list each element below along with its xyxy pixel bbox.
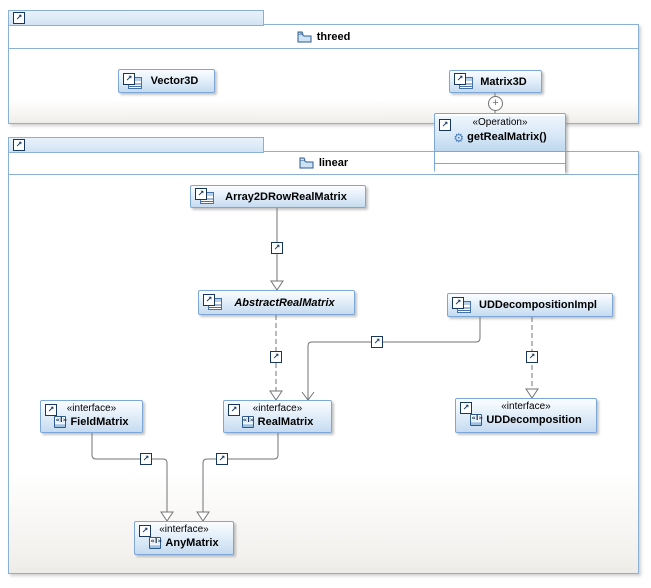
- class-matrix3d[interactable]: ↗ Matrix3D: [449, 70, 542, 93]
- class-name: AbstractRealMatrix: [234, 296, 335, 309]
- link-icon[interactable]: ↗: [123, 72, 135, 85]
- link-icon[interactable]: ↗: [271, 242, 283, 254]
- link-icon[interactable]: ↗: [439, 119, 451, 131]
- class-icon: ↗: [123, 72, 143, 90]
- package-tab-threed[interactable]: ↗: [8, 10, 264, 26]
- class-abstractrealmatrix[interactable]: ↗ AbstractRealMatrix: [198, 290, 355, 315]
- interface-icon: «I»: [470, 414, 483, 426]
- package-tab-linear[interactable]: ↗: [8, 137, 264, 153]
- interface-name: UDDecomposition: [486, 414, 582, 426]
- class-name: Matrix3D: [480, 75, 527, 88]
- interface-icon: «I»: [54, 416, 67, 428]
- package-title-threed: threed: [9, 25, 638, 49]
- class-array2drowrealmatrix[interactable]: ↗ Array2DRowRealMatrix: [190, 185, 366, 208]
- folder-icon: [297, 31, 312, 42]
- interface-name: RealMatrix: [257, 416, 314, 428]
- interface-fieldmatrix[interactable]: ↗ «interface» «I» FieldMatrix: [40, 400, 143, 433]
- link-icon[interactable]: ↗: [13, 12, 25, 24]
- package-name: linear: [318, 157, 349, 169]
- link-icon[interactable]: ↗: [203, 294, 215, 306]
- interface-name: AnyMatrix: [165, 537, 219, 549]
- operation-compartment: [435, 152, 565, 164]
- link-icon[interactable]: ↗: [270, 351, 282, 363]
- package-threed[interactable]: threed: [8, 24, 639, 124]
- link-icon[interactable]: ↗: [216, 453, 228, 465]
- package-title-linear: linear: [9, 152, 638, 175]
- link-icon[interactable]: ↗: [526, 351, 538, 363]
- operation-header: ↗ «Operation» ⚙ getRealMatrix(): [435, 116, 565, 152]
- operation-stereotype: «Operation»: [472, 117, 528, 128]
- class-icon: ↗: [452, 296, 472, 314]
- package-name: threed: [316, 30, 351, 43]
- interface-stereotype: «interface»: [501, 401, 551, 412]
- link-icon[interactable]: ↗: [228, 404, 240, 416]
- link-icon[interactable]: ↗: [13, 139, 25, 151]
- interface-name: FieldMatrix: [70, 416, 129, 428]
- class-name: UDDecompositionImpl: [479, 299, 597, 311]
- link-icon[interactable]: ↗: [195, 188, 207, 200]
- class-name: Array2DRowRealMatrix: [225, 190, 347, 203]
- class-vector3d[interactable]: ↗ Vector3D: [118, 69, 215, 93]
- operation-compartment: [435, 164, 565, 174]
- package-linear[interactable]: linear: [8, 151, 639, 574]
- link-icon[interactable]: ↗: [454, 73, 466, 85]
- link-icon[interactable]: ↗: [452, 296, 464, 309]
- link-icon[interactable]: ↗: [139, 525, 151, 537]
- interface-realmatrix[interactable]: ↗ «interface» «I» RealMatrix: [223, 400, 332, 433]
- class-name: Vector3D: [150, 75, 199, 87]
- interface-stereotype: «interface»: [66, 403, 117, 414]
- operation-name: getRealMatrix(): [467, 131, 547, 143]
- class-icon: ↗: [203, 294, 223, 311]
- expand-operations-button[interactable]: +: [488, 96, 503, 111]
- interface-icon: «I»: [241, 416, 254, 428]
- class-uddecompositionimpl[interactable]: ↗ UDDecompositionImpl: [447, 293, 613, 317]
- gear-icon: ⚙: [453, 130, 465, 145]
- link-icon[interactable]: ↗: [45, 404, 57, 416]
- interface-anymatrix[interactable]: ↗ «interface» «I» AnyMatrix: [134, 521, 234, 555]
- link-icon[interactable]: ↗: [371, 336, 383, 348]
- interface-icon: «I»: [149, 537, 162, 549]
- interface-uddecomposition[interactable]: ↗ «interface» «I» UDDecomposition: [455, 398, 597, 433]
- interface-stereotype: «interface»: [252, 403, 303, 414]
- link-icon[interactable]: ↗: [460, 402, 472, 414]
- class-icon: ↗: [454, 73, 474, 90]
- folder-icon: [299, 157, 314, 169]
- link-icon[interactable]: ↗: [140, 453, 152, 465]
- class-icon: ↗: [195, 188, 215, 205]
- operation-getrealmatrix[interactable]: ↗ «Operation» ⚙ getRealMatrix(): [434, 113, 566, 174]
- interface-stereotype: «interface»: [159, 524, 209, 535]
